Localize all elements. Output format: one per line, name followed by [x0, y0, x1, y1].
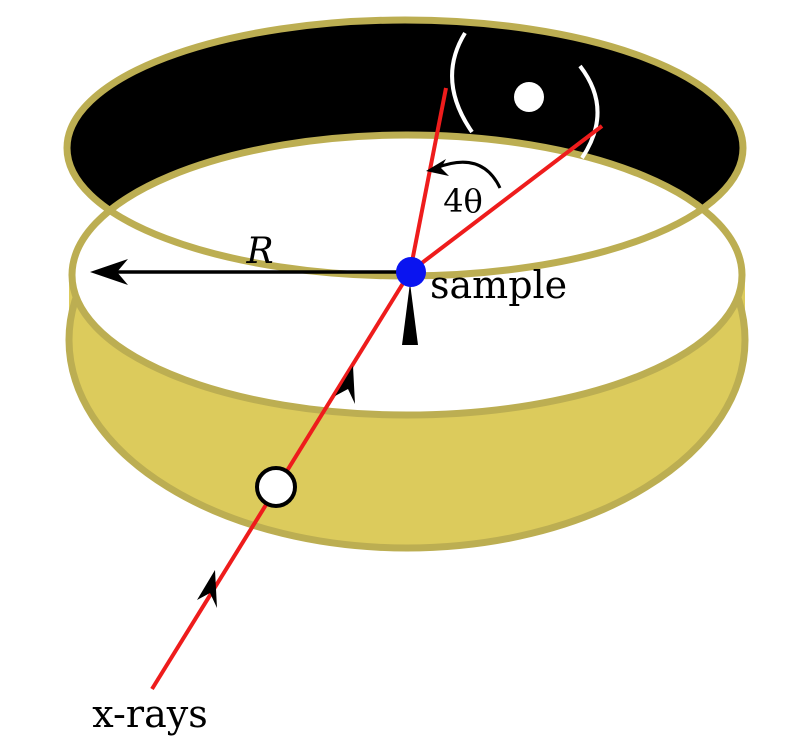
diffraction-arc-right — [578, 64, 600, 160]
beam-arrow-upper — [335, 366, 355, 404]
sample-holder — [402, 283, 418, 345]
radius-arrowhead — [90, 259, 128, 285]
diffracted-beam-right — [408, 124, 604, 274]
angle-arc — [435, 160, 502, 189]
sample-dot — [396, 257, 426, 287]
angle-label: 4θ — [443, 182, 483, 220]
beam-entry-hole — [255, 466, 297, 508]
xrays-label: x-rays — [92, 692, 207, 736]
sample-label: sample — [430, 263, 567, 307]
transmitted-spot — [514, 82, 544, 112]
diffracted-beam-left — [408, 87, 448, 273]
diffraction-arc-left — [450, 31, 474, 134]
beam-arrow-lower — [197, 570, 217, 608]
angle-arrowhead — [426, 159, 449, 176]
radius-label: R — [245, 231, 273, 272]
